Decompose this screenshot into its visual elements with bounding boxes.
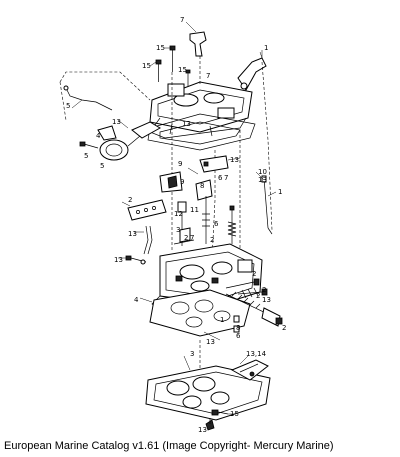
callout: 2 xyxy=(252,270,256,278)
pump-assembly xyxy=(159,155,229,244)
callout: 7 xyxy=(206,72,210,80)
callout: 2 xyxy=(282,324,286,332)
callout: 13 xyxy=(198,426,207,434)
callout: 1 xyxy=(220,316,224,324)
callout: 13 xyxy=(230,156,239,164)
callout: 13 xyxy=(262,296,271,304)
callout: 1 xyxy=(278,188,282,196)
callout: 2 xyxy=(256,292,260,300)
callout: 11 xyxy=(190,206,199,214)
callout: 12 xyxy=(174,210,183,218)
top-screws xyxy=(155,45,191,86)
callout: 13 xyxy=(112,118,121,126)
idle-mixture-screws xyxy=(225,278,268,299)
air-horn-gasket xyxy=(147,113,256,151)
callout: 3 xyxy=(176,226,180,234)
callout: 13 xyxy=(182,120,191,128)
callout: 15 xyxy=(178,66,187,74)
callout: 7 xyxy=(224,174,228,182)
baffle-gasket xyxy=(127,199,167,221)
callout: 4 xyxy=(134,296,139,304)
choke-rod xyxy=(63,85,113,111)
callout: 7 xyxy=(180,16,184,24)
callout: 13 xyxy=(114,256,123,264)
callout: 6 xyxy=(218,174,223,182)
carburetor-exploded-diagram: 7 15 1 15 7 15 5 13 13 4 5 5 9 13 9 8 6 … xyxy=(59,16,286,434)
callout: 8 xyxy=(236,324,240,332)
callout: 2 xyxy=(128,196,132,204)
pump-discharge-tube xyxy=(143,225,153,255)
callout: 2 xyxy=(262,286,266,294)
image-caption: European Marine Catalog v1.61 (Image Cop… xyxy=(4,440,334,452)
callout: 6 xyxy=(214,220,219,228)
float-parts xyxy=(173,201,195,246)
throttle-body xyxy=(145,359,271,421)
callout-leaders xyxy=(71,47,277,415)
idle-needle-assembly xyxy=(225,291,283,327)
callout: 13,14 xyxy=(246,350,267,358)
pump-rod xyxy=(261,175,273,235)
callout: 8 xyxy=(200,182,204,190)
callout: 5 xyxy=(100,162,104,170)
choke-vacuum-break xyxy=(79,121,161,161)
callout: 4 xyxy=(96,132,101,140)
throttle-body-gasket xyxy=(149,289,251,337)
metering-rod-spring xyxy=(227,205,237,244)
callout: 2 xyxy=(210,236,214,244)
choke-lever-arm xyxy=(237,50,267,91)
callout: 9 xyxy=(180,178,184,186)
callout: 13 xyxy=(258,176,267,184)
callout-numbers: 7 15 1 15 7 15 5 13 13 4 5 5 9 13 9 8 6 … xyxy=(66,16,286,434)
bottom-screws xyxy=(205,409,229,431)
callout: 15 xyxy=(142,62,151,70)
callout: 15 xyxy=(156,44,165,52)
callout: 5 xyxy=(84,152,88,160)
callout: 9 xyxy=(178,160,182,168)
callout: 15 xyxy=(230,410,239,418)
top-lever xyxy=(185,21,207,57)
callout: 10 xyxy=(258,168,267,176)
small-bushings xyxy=(233,315,240,333)
callout: 7 xyxy=(190,234,194,242)
float-bowl-body xyxy=(151,243,263,315)
callout: 5 xyxy=(66,102,70,110)
bowl-side-screw xyxy=(125,255,147,265)
callout: 6 xyxy=(236,332,241,340)
callout: 13 xyxy=(206,338,215,346)
callout: 3 xyxy=(190,350,194,358)
callout: 2 xyxy=(184,234,188,242)
callout: 13 xyxy=(128,230,137,238)
callout: 1 xyxy=(264,44,268,52)
